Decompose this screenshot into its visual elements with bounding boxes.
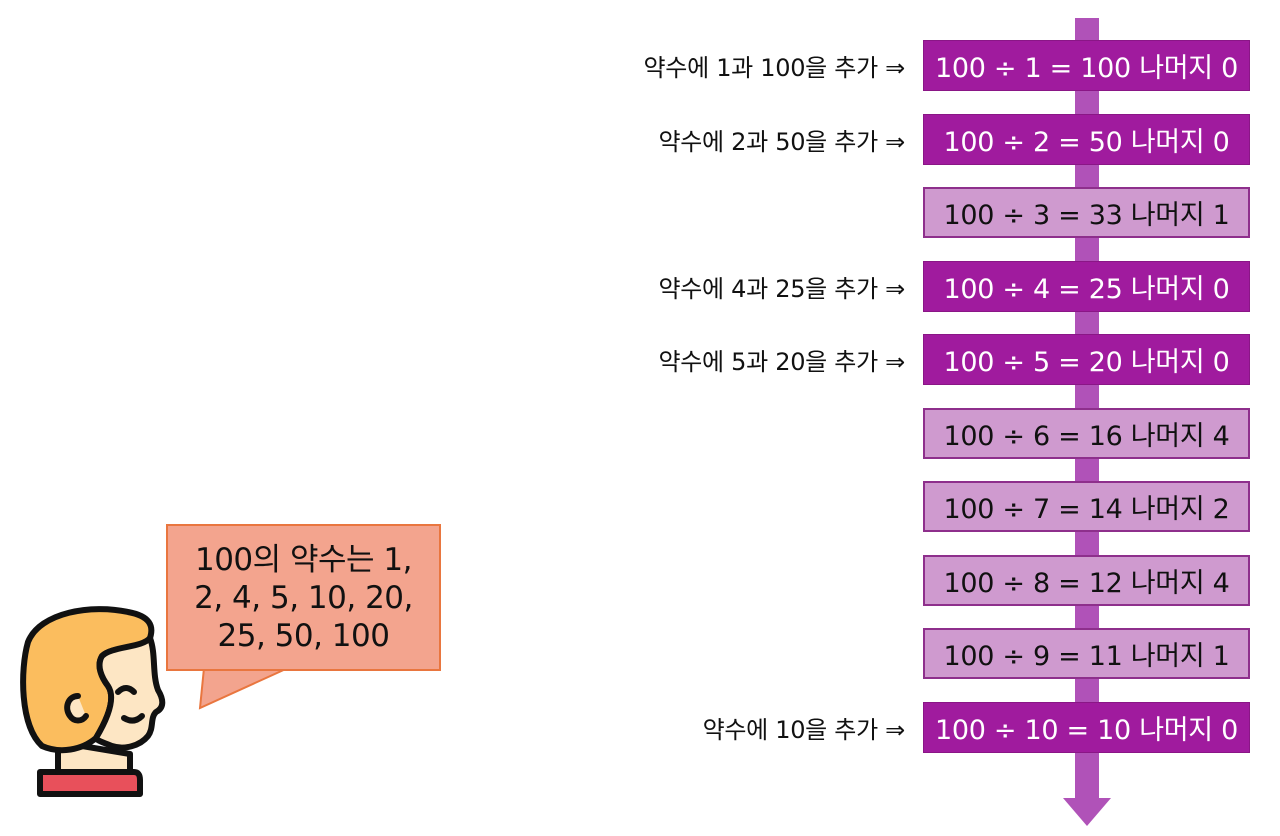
- divisor-note-5: 약수에 5과 20을 추가 ⇒: [658, 348, 906, 376]
- speech-bubble: 100의 약수는 1, 2, 4, 5, 10, 20, 25, 50, 100: [166, 524, 441, 671]
- divisor-note-4: 약수에 4과 25을 추가 ⇒: [658, 275, 906, 303]
- division-step-9: 100 ÷ 9 = 11 나머지 1: [923, 628, 1250, 679]
- division-step-5: 100 ÷ 5 = 20 나머지 0: [923, 334, 1250, 385]
- division-step-3: 100 ÷ 3 = 33 나머지 1: [923, 187, 1250, 238]
- divisor-note-2: 약수에 2과 50을 추가 ⇒: [658, 128, 906, 156]
- divisor-note-1: 약수에 1과 100을 추가 ⇒: [643, 54, 906, 82]
- divisors-summary: 100의 약수는 1, 2, 4, 5, 10, 20, 25, 50, 100: [184, 541, 424, 655]
- division-step-7: 100 ÷ 7 = 14 나머지 2: [923, 481, 1250, 532]
- division-step-1: 100 ÷ 1 = 100 나머지 0: [923, 40, 1250, 91]
- division-step-6: 100 ÷ 6 = 16 나머지 4: [923, 408, 1250, 459]
- summary-line-2: 2, 4, 5, 10, 20,: [194, 579, 413, 616]
- summary-line-1: 100의 약수는 1,: [194, 541, 413, 578]
- division-step-10: 100 ÷ 10 = 10 나머지 0: [923, 702, 1250, 753]
- division-step-4: 100 ÷ 4 = 25 나머지 0: [923, 261, 1250, 312]
- down-arrow-icon: [1063, 798, 1111, 826]
- division-step-8: 100 ÷ 8 = 12 나머지 4: [923, 555, 1250, 606]
- summary-line-3: 25, 50, 100: [217, 617, 390, 654]
- speech-bubble-tail: [198, 668, 289, 710]
- divisor-note-10: 약수에 10을 추가 ⇒: [702, 716, 906, 744]
- division-step-2: 100 ÷ 2 = 50 나머지 0: [923, 114, 1250, 165]
- person-profile-icon: [20, 606, 166, 797]
